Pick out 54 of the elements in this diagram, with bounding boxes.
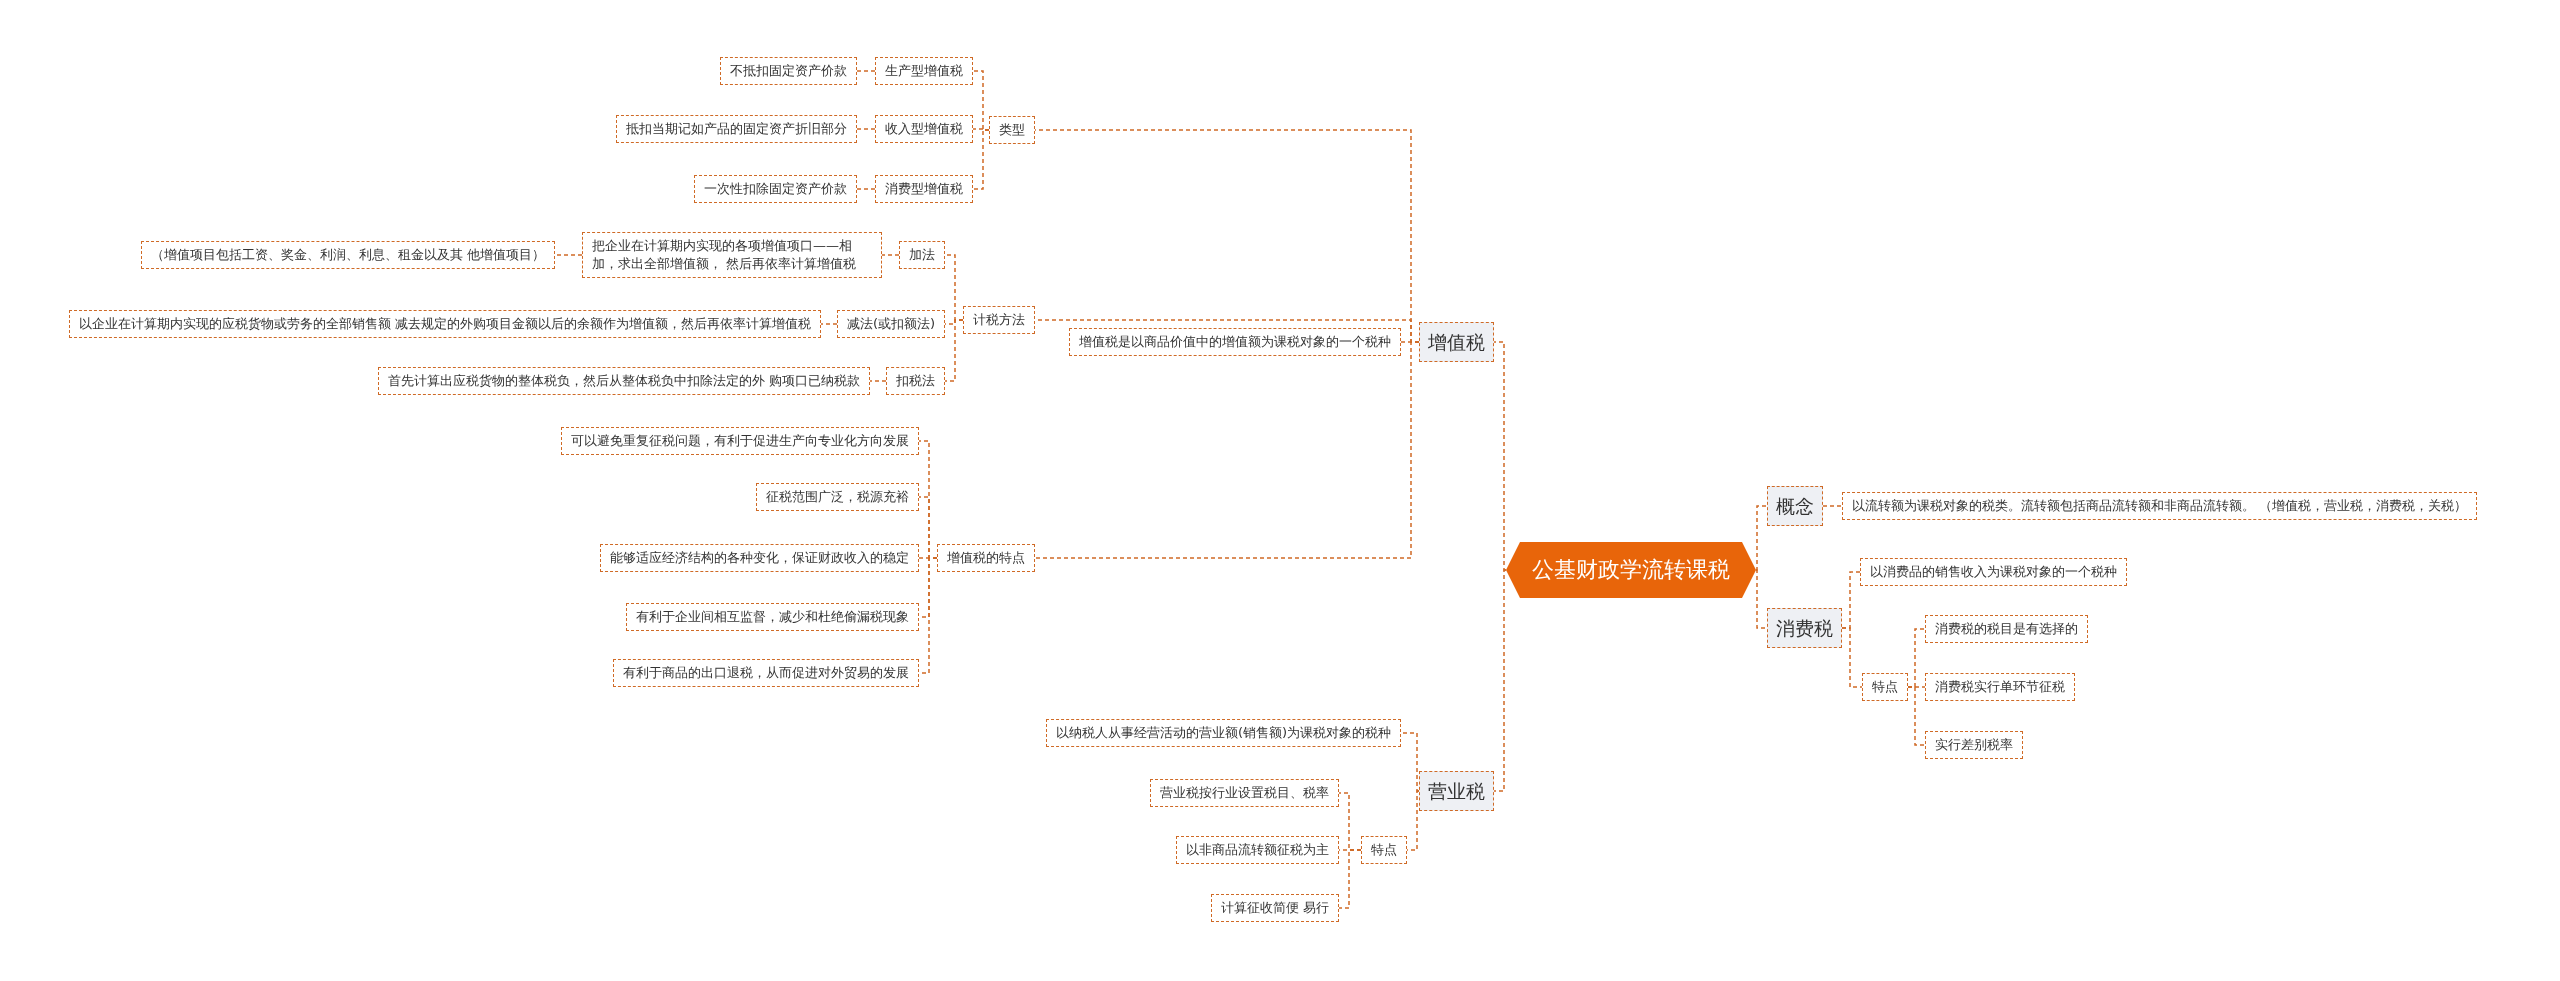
subtopic-box: 不抵扣固定资产价款 xyxy=(720,57,857,85)
main-topic-box: 增值税 xyxy=(1419,322,1494,362)
subtopic-box: 以流转额为课税对象的税类。流转额包括商品流转额和非商品流转额。 （增值税，营业税，消费税，关税） xyxy=(1842,492,2478,520)
subtopic-box: 一次性扣除固定资产价款 xyxy=(694,175,857,203)
connector-line xyxy=(856,128,876,130)
subtopic-box: 实行差别税率 xyxy=(1925,731,2023,759)
connector-line xyxy=(869,380,887,382)
main-topic-box: 概念 xyxy=(1767,486,1823,526)
subtopic-box: 以非商品流转额征税为主 xyxy=(1176,836,1339,864)
subtopic-box: 能够适应经济结构的各种变化，保证财政收入的稳定 xyxy=(600,544,919,572)
connector-line xyxy=(856,188,876,190)
subtopic-box: 有利于商品的出口退税，从而促进对外贸易的发展 xyxy=(613,659,919,687)
subtopic-box: 计算征收简便 易行 xyxy=(1211,894,1340,922)
subtopic-box: 营业税按行业设置税目、税率 xyxy=(1150,779,1339,807)
subtopic-box: 可以避免重复征税问题，有利于促进生产向专业化方向发展 xyxy=(561,427,919,455)
subtopic-box: 加法 xyxy=(899,241,945,269)
subtopic-box: 收入型增值税 xyxy=(875,115,973,143)
connector-line xyxy=(972,129,990,190)
subtopic-box: 以企业在计算期内实现的应税货物或劳务的全部销售额 减去规定的外购项目金额以后的余额作为增值额，然后再依率计算增值税 xyxy=(69,310,822,338)
subtopic-box: 生产型增值税 xyxy=(875,57,973,85)
subtopic-box: 消费型增值税 xyxy=(875,175,973,203)
main-topic-box: 营业税 xyxy=(1419,771,1494,811)
subtopic-box: 有利于企业间相互监督，减少和杜绝偷漏税现象 xyxy=(626,603,919,631)
subtopic-box: 以消费品的销售收入为课税对象的一个税种 xyxy=(1860,558,2127,586)
connector-line xyxy=(1400,732,1420,792)
subtopic-box: 增值税的特点 xyxy=(937,544,1035,572)
subtopic-box: 扣税法 xyxy=(886,367,945,395)
main-topic-box: 消费税 xyxy=(1767,608,1842,648)
subtopic-box: 消费税的税目是有选择的 xyxy=(1925,615,2088,643)
subtopic-box: 特点 xyxy=(1862,673,1908,701)
subtopic-box: 类型 xyxy=(989,116,1035,144)
subtopic-box: 以纳税人从事经营活动的营业额(销售额)为课税对象的税种 xyxy=(1046,719,1402,747)
subtopic-box: 减法(或扣额法) xyxy=(837,310,946,338)
subtopic-box: （增值项目包括工资、奖金、利润、利息、租金以及其 他增值项目） xyxy=(141,241,556,269)
connector-line xyxy=(554,254,583,256)
subtopic-box: 抵扣当期记如产品的固定资产折旧部分 xyxy=(616,115,857,143)
connector-line xyxy=(881,254,900,256)
subtopic-box: 征税范围广泛，税源充裕 xyxy=(756,483,919,511)
connector-line xyxy=(1822,505,1843,507)
connector-line xyxy=(1841,627,1863,688)
connector-line xyxy=(1493,569,1507,792)
subtopic-box: 特点 xyxy=(1361,836,1407,864)
subtopic-box: 把企业在计算期内实现的各项增值项口——相加，求出全部增值额， 然后再依率计算增值税 xyxy=(582,232,882,278)
subtopic-box: 首先计算出应税货物的整体税负，然后从整体税负中扣除法定的外 购项口已纳税款 xyxy=(378,367,871,395)
subtopic-box: 增值税是以商品价值中的增值额为课税对象的一个税种 xyxy=(1069,328,1401,356)
central-topic: 公基财政学流转课税 xyxy=(1506,542,1756,598)
connector-line xyxy=(944,319,964,382)
connector-line xyxy=(856,70,876,72)
connector-line xyxy=(1338,849,1362,909)
subtopic-box: 消费税实行单环节征税 xyxy=(1925,673,2075,701)
connector-line xyxy=(820,323,838,325)
connector-line xyxy=(1907,686,1926,746)
connector-line xyxy=(1493,341,1507,571)
subtopic-box: 计税方法 xyxy=(963,306,1035,334)
